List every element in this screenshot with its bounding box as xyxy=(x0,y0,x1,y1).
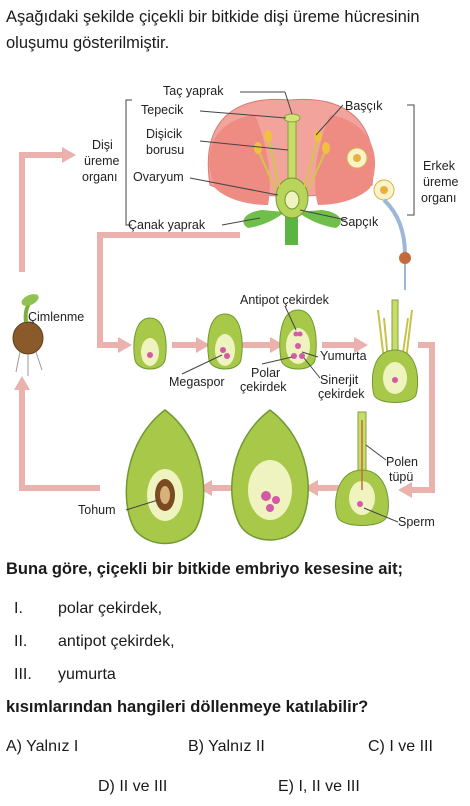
label-polar-2: çekirdek xyxy=(240,380,287,394)
ovule-stage-2 xyxy=(207,313,243,370)
petal-right xyxy=(315,115,376,205)
label-disicik-2: borusu xyxy=(146,143,184,157)
pollen-path xyxy=(382,198,407,256)
option-b[interactable]: B) Yalnız II xyxy=(188,738,265,755)
pistil-with-ovule xyxy=(371,299,419,403)
label-antipot: Antipot çekirdek xyxy=(240,293,330,307)
item-text: antipot çekirdek, xyxy=(58,632,175,650)
arrow-bottom-left xyxy=(19,390,100,491)
list-item: II. antipot çekirdek, xyxy=(14,625,175,658)
intro-text: Aşağıdaki şekilde çiçekli bir bitkide di… xyxy=(6,8,420,52)
label-sinerjit-1: Sinerjit xyxy=(320,373,359,387)
seedling-illustration xyxy=(12,294,44,376)
cycle-arrows xyxy=(19,152,435,493)
item-number: I. xyxy=(14,599,23,617)
ask-text: kısımlarından hangileri döllenmeye katıl… xyxy=(6,698,369,716)
flower-illustration xyxy=(207,98,411,290)
option-a[interactable]: A) Yalnız I xyxy=(6,738,79,755)
anthers xyxy=(254,130,330,154)
option-c[interactable]: C) I ve III xyxy=(368,738,433,755)
label-erkek-1: Erkek xyxy=(423,159,456,173)
stigma xyxy=(283,113,301,123)
sepal-right xyxy=(298,210,341,228)
seed-illustration xyxy=(125,409,205,545)
lower-leaders xyxy=(125,305,399,523)
item-number: III. xyxy=(14,665,32,683)
label-polen-2: tüpü xyxy=(389,470,413,484)
label-megaspor: Megaspor xyxy=(169,375,225,389)
arrow-left-up xyxy=(19,152,62,272)
label-tepecik: Tepecik xyxy=(141,103,184,117)
item-text: yumurta xyxy=(58,665,116,683)
label-sinerjit-2: çekirdek xyxy=(318,387,365,401)
label-tac-yaprak: Taç yaprak xyxy=(163,84,224,98)
item-number: II. xyxy=(14,632,28,650)
option-d[interactable]: D) II ve III xyxy=(98,778,168,795)
pollen-tube-ovule xyxy=(335,411,389,526)
label-yumurta: Yumurta xyxy=(320,349,367,363)
label-cimlenme: Çimlenme xyxy=(28,310,84,324)
label-polen-1: Polen xyxy=(386,455,418,469)
pistil-style xyxy=(287,117,297,181)
list-item: I. polar çekirdek, xyxy=(14,592,175,625)
petal-left xyxy=(209,115,270,205)
label-ovaryum: Ovaryum xyxy=(133,170,184,184)
question-text: Buna göre, çiçekli bir bitkide embriyo k… xyxy=(6,560,404,578)
label-tohum: Tohum xyxy=(78,503,116,517)
arrow-top-down xyxy=(97,232,240,348)
flower-cycle-diagram: Taç yaprak Tepecik Başçık Dişicik borusu… xyxy=(12,84,458,545)
sepal-left xyxy=(243,210,285,228)
stamens xyxy=(257,137,327,191)
item-text: polar çekirdek, xyxy=(58,599,163,617)
fertilized-ovule xyxy=(231,409,309,541)
label-erkek-2: üreme xyxy=(423,175,458,189)
label-canak-yaprak: Çanak yaprak xyxy=(128,218,206,232)
label-polar-1: Polar xyxy=(251,366,280,380)
ovule xyxy=(284,190,300,210)
item-list: I. polar çekirdek, II. antipot çekirdek,… xyxy=(14,592,175,691)
label-disi-2: üreme xyxy=(84,154,119,168)
ovule-stage-1 xyxy=(133,317,167,370)
label-sapcik: Sapçık xyxy=(340,215,379,229)
pollen-grain xyxy=(399,252,411,264)
label-erkek-3: organı xyxy=(421,191,456,205)
arrow-right-down xyxy=(412,342,435,493)
label-leaders xyxy=(125,91,415,226)
ovule-stage-3 xyxy=(279,309,317,370)
label-sperm: Sperm xyxy=(398,515,435,529)
label-bascik: Başçık xyxy=(345,99,383,113)
list-item: III. yumurta xyxy=(14,658,175,691)
label-disi-1: Dişi xyxy=(92,138,113,152)
arrow-heads xyxy=(14,147,412,498)
label-disicik-1: Dişicik xyxy=(146,127,183,141)
label-disi-3: organı xyxy=(82,170,117,184)
option-e[interactable]: E) I, II ve III xyxy=(278,778,360,795)
